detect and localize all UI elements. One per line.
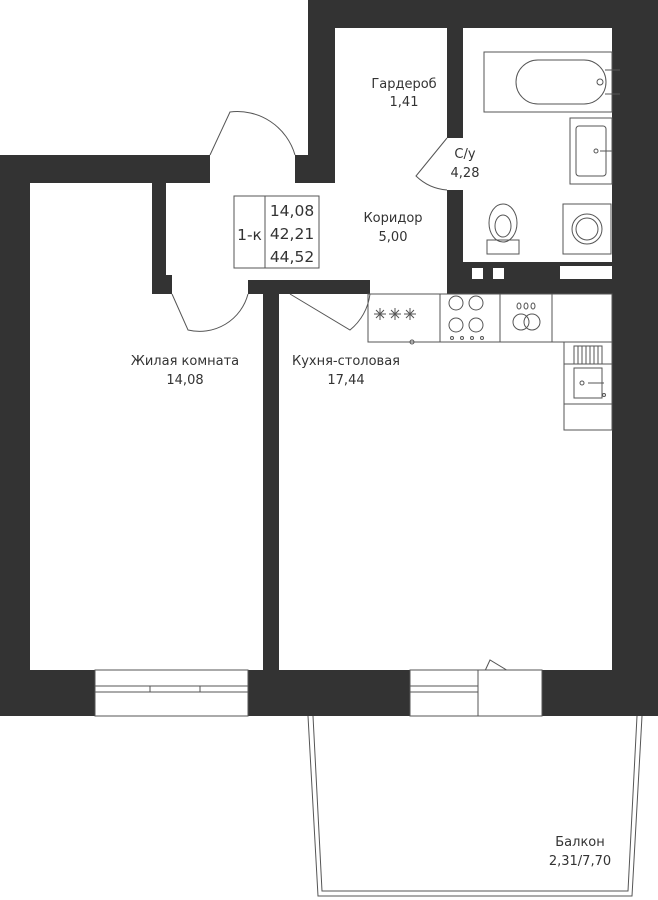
wall-right [612, 0, 658, 716]
room-area-kitchen: 17,44 [327, 373, 364, 388]
wall-ledge-left [0, 155, 210, 183]
wall-ledge-mid [295, 155, 335, 183]
bathtub-icon [483, 51, 620, 113]
total-area-value: 42,21 [270, 225, 314, 243]
wall-top [308, 0, 658, 28]
door-swing-icon [415, 137, 448, 191]
apartment-type: 1-к [237, 226, 262, 244]
living-area-value: 14,08 [270, 202, 314, 220]
room-area-living: 14,08 [166, 373, 203, 388]
doors [171, 111, 541, 691]
room-area-bathroom: 4,28 [451, 166, 480, 181]
wall-corridor-left-upper [308, 0, 335, 172]
wall-corridor-left [152, 183, 166, 294]
room-name-bathroom: С/у [454, 147, 475, 162]
summary-box: 1-к 14,08 42,21 44,52 [233, 195, 320, 269]
room-name-kitchen: Кухня-столовая [292, 354, 400, 369]
wall-bath-left [447, 28, 463, 138]
vents [472, 28, 612, 279]
wall-bottom-left [0, 670, 95, 716]
door-swing-icon [171, 293, 249, 332]
door-swing-icon [289, 293, 371, 331]
wall-left [0, 155, 30, 716]
room-area-wardrobe: 1,41 [390, 95, 419, 110]
washing-machine-icon [562, 203, 612, 255]
wall-bottom-right [542, 670, 658, 716]
wall-corridor-bottom [290, 280, 370, 294]
room-name-living: Жилая комната [131, 354, 239, 369]
window-icon [94, 669, 543, 717]
wall-partition [263, 280, 279, 680]
sink-icon [512, 302, 606, 399]
balcony-outline [307, 715, 643, 897]
kitchen-counter-icon [367, 293, 613, 431]
washbasin-icon [569, 117, 613, 185]
total-with-balcony-value: 44,52 [270, 248, 314, 266]
cooktop-icon [448, 295, 484, 340]
door-swing-icon [209, 111, 296, 156]
hob-icon [374, 308, 416, 345]
walls [0, 0, 658, 716]
room-name-balcony: Балкон [555, 835, 605, 850]
room-labels: Гардероб 1,41 С/у 4,28 Коридор 5,00 Жила… [131, 77, 611, 869]
room-area-corridor: 5,00 [379, 230, 408, 245]
room-name-wardrobe: Гардероб [371, 77, 436, 92]
wall-partition-top [248, 280, 290, 294]
room-area-balcony: 2,31/7,70 [549, 854, 611, 869]
room-name-corridor: Коридор [363, 211, 422, 226]
toilet-icon [486, 203, 520, 255]
wall-corridor-bottom-left [152, 275, 172, 294]
